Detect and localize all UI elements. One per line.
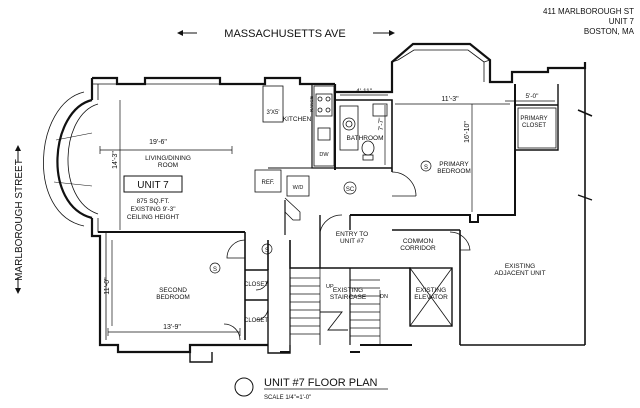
walls [43, 42, 593, 363]
living-room-label-2: ROOM [158, 162, 178, 169]
unit-ceiling-height: EXISTING 9'-3" [130, 206, 176, 213]
plan-title-circle [234, 377, 254, 397]
address-line-1: 411 MARLBOROUGH ST [543, 7, 634, 16]
street-marlborough: MARLBOROUGH STREET [14, 145, 25, 294]
dim-bath-width: 4'-11" [356, 88, 373, 95]
dim-bath-depth: 7'-7" [378, 117, 385, 131]
range-icon [315, 93, 333, 117]
room-labels: LIVING/DINING ROOM KITCHEN BATHROOM PRIM… [145, 116, 548, 324]
plan-title: UNIT #7 FLOOR PLAN [264, 377, 378, 389]
unit-info-box: UNIT 7 875 SQ.FT. EXISTING 9'-3" CEILING… [123, 175, 183, 221]
primary-bedroom-label-2: BEDROOM [437, 168, 471, 175]
staircase-label: EXISTING [333, 287, 363, 294]
fridge-icon [254, 169, 282, 193]
dimension-labels: 19'-6" 14'-3" 3'X5' 4'-11" 7'-7" 11'-3" … [104, 88, 539, 331]
plan-scale: SCALE 1/4"=1'-0" [264, 395, 311, 401]
entry-label-2: UNIT #7 [340, 238, 364, 245]
adjacent-unit-label-2: ADJACENT UNIT [494, 270, 545, 277]
elevator-label-2: ELEVATOR [414, 294, 448, 301]
second-bedroom-label: SECOND [159, 287, 187, 294]
smoke-detector-icon [420, 160, 432, 172]
unit-ceiling-label: CEILING HEIGHT [127, 214, 179, 221]
dim-living-width: 19'-6" [149, 139, 167, 146]
elevator-label: EXISTING [416, 287, 446, 294]
adjacent-unit-label: EXISTING [505, 263, 535, 270]
fixtures [254, 85, 557, 197]
smoke-detector-b: S [265, 248, 269, 254]
common-corridor-label: COMMON [403, 238, 434, 245]
living-room-label: LIVING/DINING [145, 155, 191, 162]
street-label-left: MARLBOROUGH STREET [14, 159, 25, 281]
second-bedroom-label-2: BEDROOM [156, 294, 190, 301]
vanity-icon [372, 103, 388, 117]
sink-icon [317, 127, 331, 141]
street-label-top: MASSACHUSETTS AVE [224, 28, 345, 40]
dim-primary-width: 11'-3" [441, 96, 459, 103]
toilet-icon [361, 140, 375, 156]
primary-bedroom-label: PRIMARY [439, 161, 469, 168]
door-swings [223, 171, 471, 341]
primary-closet-label: PRIMARY [520, 116, 547, 122]
common-corridor-label-2: CORRIDOR [400, 245, 436, 252]
plan-title-block: UNIT #7 FLOOR PLAN SCALE 1/4"=1'-0" [234, 377, 388, 401]
dim-kitchen-counter: 3'X5' [267, 110, 280, 116]
unit-title: UNIT 7 [137, 180, 169, 191]
address-line-2: UNIT 7 [609, 17, 635, 26]
fridge-label: REF. [261, 180, 274, 186]
entry-label: ENTRY TO [336, 231, 368, 238]
staircase-label-2: STAIRCASE [330, 294, 367, 301]
smoke-detector-a: S [424, 165, 428, 171]
address-line-3: BOSTON, MA [584, 27, 635, 36]
primary-closet-label-2: CLOSET [522, 123, 546, 129]
dim-primary-depth: 16'-10" [464, 121, 471, 143]
closet-upper-label: CLOSET [244, 282, 268, 288]
dimension-lines [99, 94, 555, 336]
fixture-labels: RANGE DW REF. W/D S S S SC UP DN [209, 96, 432, 300]
dim-closet-width: 5'-0" [526, 93, 540, 100]
smoke-detector-icon-b [261, 243, 273, 255]
street-massachusetts: MASSACHUSETTS AVE [177, 28, 395, 40]
range-label: RANGE [309, 96, 314, 112]
dim-second-depth: 11'-0" [104, 277, 111, 295]
washer-dryer-label: W/D [293, 185, 304, 191]
dim-second-width: 13'-9" [163, 324, 181, 331]
unit-area: 875 SQ.FT. [137, 198, 170, 205]
tub-icon [339, 105, 359, 151]
washer-dryer-icon [286, 175, 310, 197]
smoke-detector-c: S [213, 267, 217, 273]
sc-detector-label: SC [346, 187, 355, 193]
stair-up-label: UP [326, 284, 334, 290]
closet-lower-label: CLOSET [244, 318, 268, 324]
bathroom-label: BATHROOM [346, 135, 383, 142]
dim-living-depth: 14'-3" [112, 151, 119, 169]
address-block: 411 MARLBOROUGH ST UNIT 7 BOSTON, MA [543, 7, 635, 36]
smoke-detector-icon-c [209, 262, 221, 274]
stair-down-label: DN [380, 294, 388, 300]
kitchen-label: KITCHEN [283, 116, 312, 123]
sc-detector-icon [343, 181, 357, 195]
dw-label: DW [319, 152, 329, 158]
